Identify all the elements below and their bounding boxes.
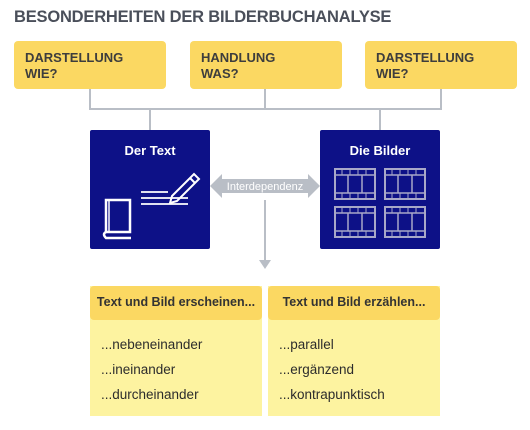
top-box-line2: WAS? xyxy=(201,66,239,81)
column-erscheinen: Text und Bild erscheinen... ...nebeneina… xyxy=(90,286,262,416)
list-item: ...parallel xyxy=(279,337,334,352)
connector-line xyxy=(440,89,442,109)
top-box-line2: WIE? xyxy=(25,66,58,81)
top-box-line2: WIE? xyxy=(376,66,409,81)
connector-line xyxy=(89,108,442,110)
list-item: ...ergänzend xyxy=(279,362,355,377)
list-item: ...nebeneinander xyxy=(101,337,203,352)
connector-line xyxy=(149,108,151,130)
list-item: ...kontrapunktisch xyxy=(279,387,385,402)
top-box-line1: DARSTELLUNG xyxy=(25,50,124,65)
connector-line xyxy=(379,108,381,130)
book-icon xyxy=(102,198,132,240)
list-item: ...durcheinander xyxy=(101,387,199,402)
image-box-label: Die Bilder xyxy=(349,143,411,158)
text-box-label: Der Text xyxy=(124,143,176,158)
column-list: ...nebeneinander ...ineinander ...durche… xyxy=(90,320,262,407)
column-erzaehlen: Text und Bild erzählen... ...parallel ..… xyxy=(268,286,440,416)
image-box: Die Bilder xyxy=(320,130,440,249)
down-arrow-icon xyxy=(259,260,271,269)
page-title: BESONDERHEITEN DER BILDERBUCHANALYSE xyxy=(14,8,392,26)
film-frame-icon xyxy=(334,206,376,238)
film-frames-icon xyxy=(334,168,426,238)
connector-line xyxy=(264,89,266,109)
list-item: ...ineinander xyxy=(101,362,176,377)
down-connector-line xyxy=(264,200,266,260)
text-box: Der Text xyxy=(90,130,210,249)
film-frame-icon xyxy=(384,168,426,200)
text-lines-icon xyxy=(141,191,188,205)
film-frame-icon xyxy=(334,168,376,200)
column-list: ...parallel ...ergänzend ...kontrapunkti… xyxy=(268,320,440,407)
pencil-icon xyxy=(168,172,201,205)
film-frame-icon xyxy=(384,206,426,238)
top-box-line1: DARSTELLUNG xyxy=(376,50,475,65)
column-header: Text und Bild erscheinen... xyxy=(90,286,262,320)
top-box-darstellung-1: DARSTELLUNG WIE? xyxy=(14,41,166,89)
column-header: Text und Bild erzählen... xyxy=(268,286,440,320)
connector-line xyxy=(89,89,91,109)
interdependenz-label: Interdependenz xyxy=(227,181,303,193)
interdependenz-arrow: Interdependenz xyxy=(210,174,320,198)
top-box-darstellung-2: DARSTELLUNG WIE? xyxy=(365,41,517,89)
top-box-line1: HANDLUNG xyxy=(201,50,276,65)
top-box-handlung: HANDLUNG WAS? xyxy=(190,41,342,89)
